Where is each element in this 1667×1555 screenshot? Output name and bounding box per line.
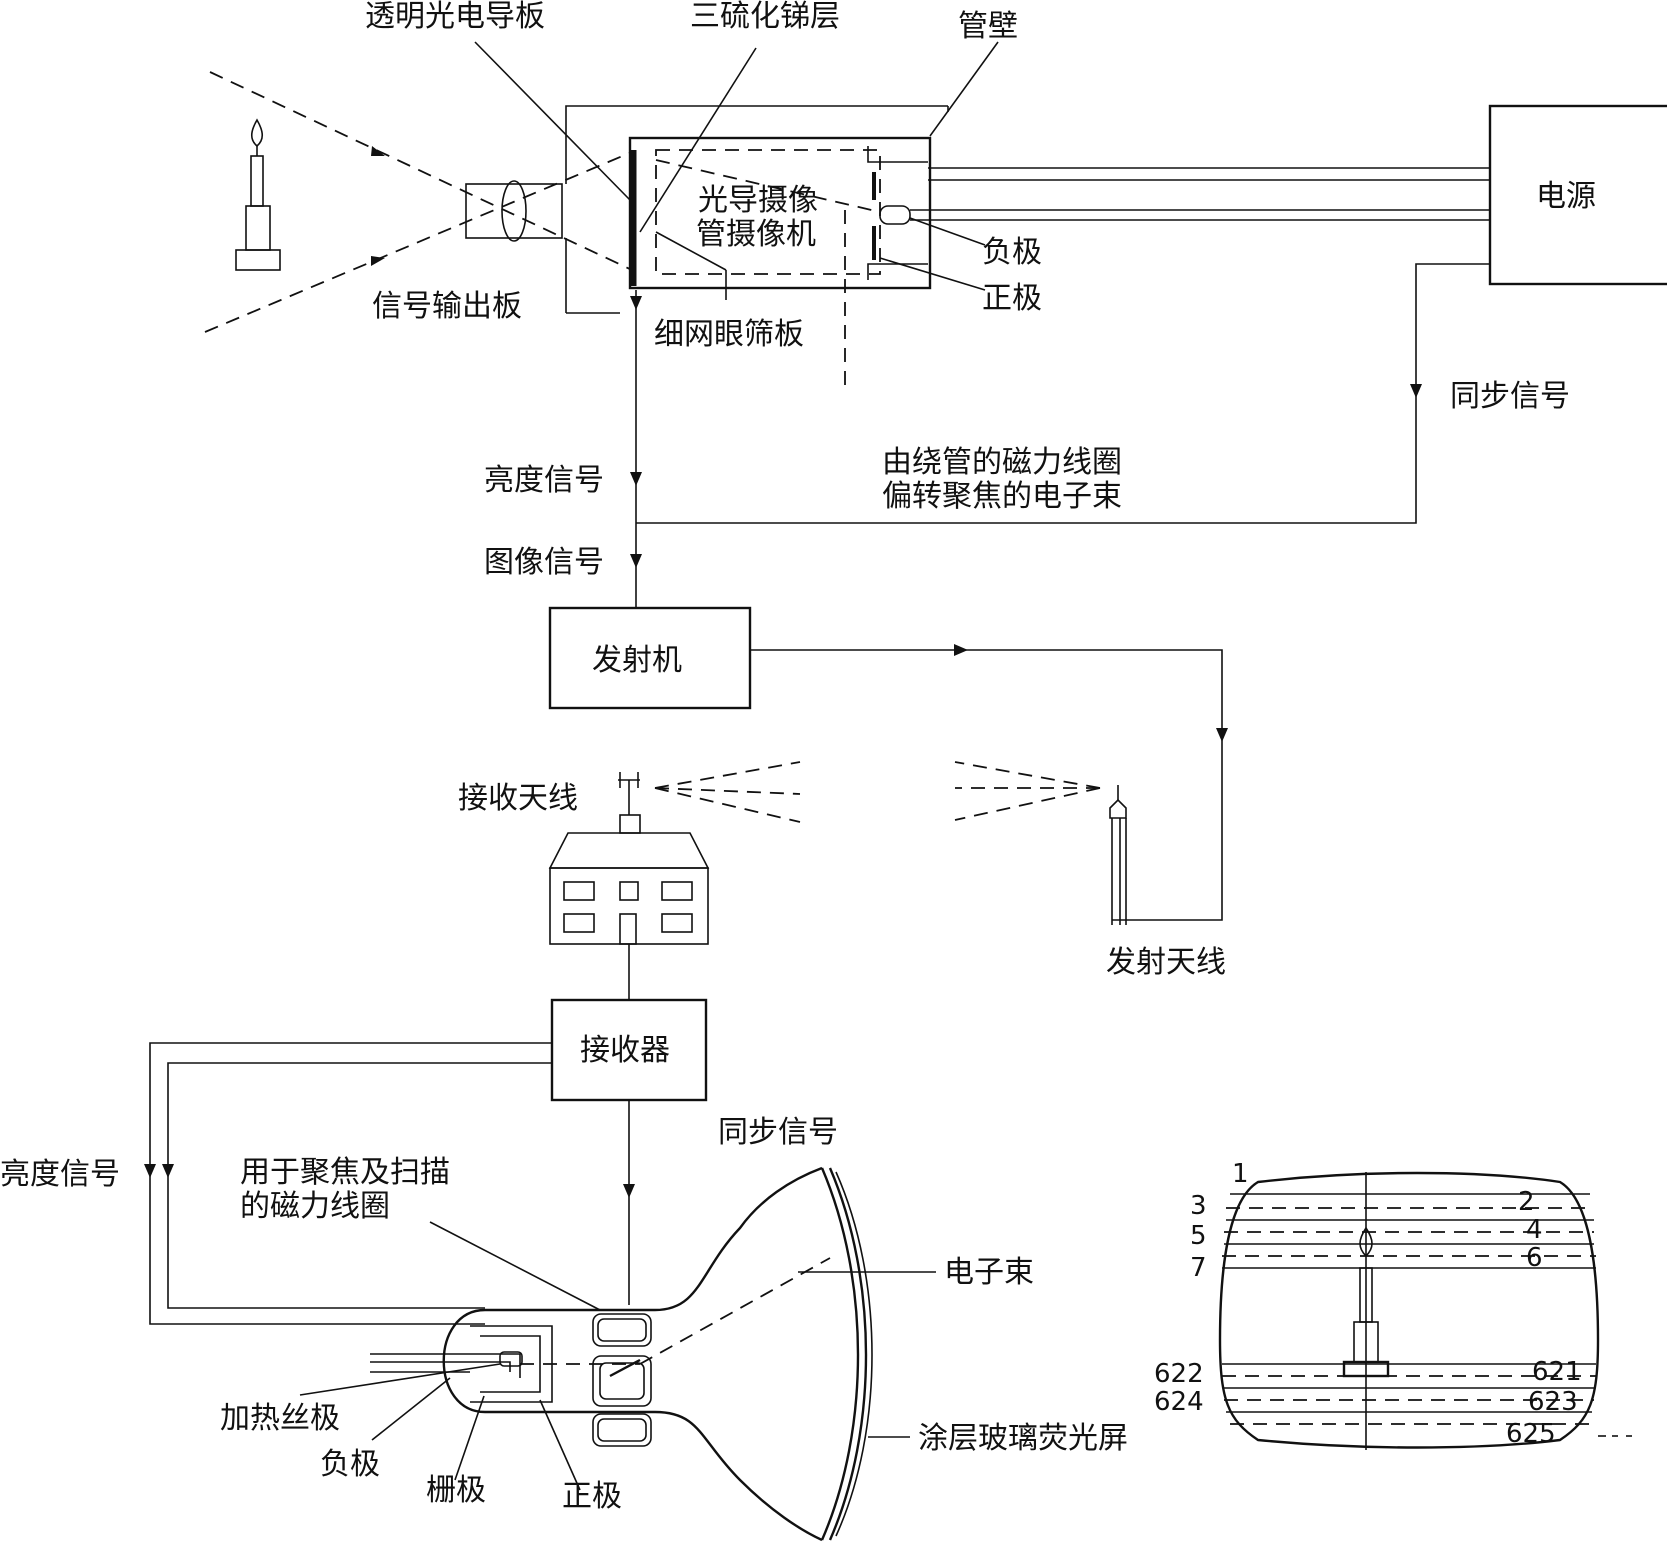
scan-num-624: 624 <box>1154 1387 1204 1417</box>
scan-num-1: 1 <box>1232 1159 1249 1189</box>
label-sync-bottom: 同步信号 <box>718 1115 838 1150</box>
scan-num-6: 6 <box>1526 1243 1543 1273</box>
power-wires <box>910 167 1490 221</box>
label-power: 电源 <box>1536 179 1596 214</box>
tv-screen-inset <box>1218 1171 1600 1450</box>
scan-num-2: 2 <box>1518 1187 1535 1217</box>
label-rx-antenna: 接收天线 <box>458 781 578 816</box>
label-cathode-bottom: 负极 <box>320 1447 380 1482</box>
label-sync-top: 同步信号 <box>1450 379 1570 414</box>
label-transparent-plate: 透明光电导板 <box>365 0 545 34</box>
scan-num-625: 625 <box>1506 1419 1556 1449</box>
label-coil-beam-line1: 由绕管的磁力线圈 <box>882 445 1122 480</box>
label-focus-coils-line1: 用于聚焦及扫描 <box>240 1155 450 1190</box>
scan-num-5: 5 <box>1190 1221 1207 1251</box>
light-rays <box>204 71 633 333</box>
label-screen: 涂层玻璃荧光屏 <box>918 1421 1128 1456</box>
label-mesh-screen: 细网眼筛板 <box>654 317 804 352</box>
scan-num-622: 622 <box>1154 1359 1204 1389</box>
power-box <box>1488 104 1667 286</box>
transmitter-box <box>548 606 752 710</box>
scan-num-4: 4 <box>1526 1215 1543 1245</box>
lens-icon <box>465 180 563 242</box>
label-grid: 栅极 <box>426 1473 486 1508</box>
label-coil-beam-line2: 偏转聚焦的电子束 <box>882 479 1122 514</box>
radio-waves <box>654 761 1101 823</box>
scan-num-623: 623 <box>1528 1387 1578 1417</box>
label-heater: 加热丝极 <box>220 1401 340 1436</box>
label-signal-plate: 信号输出板 <box>372 289 522 324</box>
label-camera-tube-line1: 光导摄像 <box>698 183 818 218</box>
transmitting-antenna-icon <box>1109 785 1127 925</box>
label-brightness-top: 亮度信号 <box>484 463 604 498</box>
crt-tube <box>370 1166 873 1542</box>
label-anode-bottom: 正极 <box>562 1479 622 1514</box>
label-image-signal: 图像信号 <box>484 545 604 580</box>
scan-num-3: 3 <box>1190 1191 1207 1221</box>
house-icon <box>548 772 710 945</box>
label-camera-tube-line2: 管摄像机 <box>696 217 816 252</box>
candle-icon <box>235 118 281 271</box>
scan-num-621: 621 <box>1532 1357 1582 1387</box>
label-electron-beam: 电子束 <box>944 1255 1034 1290</box>
label-anode-top: 正极 <box>982 281 1042 316</box>
camera-tube <box>628 136 932 290</box>
label-sb2s3-layer: 三硫化锑层 <box>690 0 840 34</box>
label-transmitter: 发射机 <box>592 643 682 678</box>
label-brightness-bottom: 亮度信号 <box>0 1157 120 1192</box>
label-focus-coils-line2: 的磁力线圈 <box>240 1189 390 1224</box>
label-cathode-top: 负极 <box>982 235 1042 270</box>
label-tx-antenna: 发射天线 <box>1106 945 1226 980</box>
label-receiver: 接收器 <box>580 1033 670 1068</box>
scan-num-7: 7 <box>1190 1253 1207 1283</box>
label-tube-wall: 管壁 <box>958 9 1018 44</box>
